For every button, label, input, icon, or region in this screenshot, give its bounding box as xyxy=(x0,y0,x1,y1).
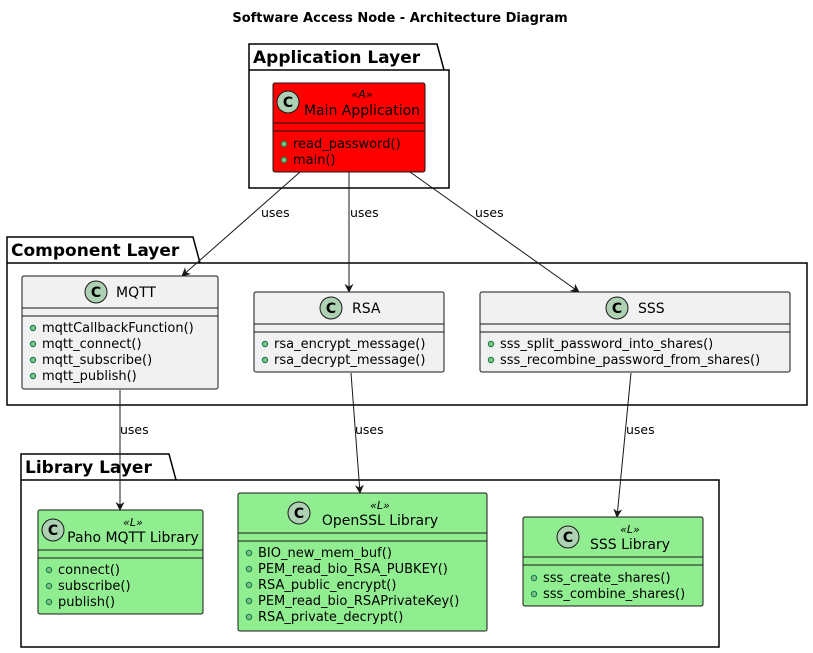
method-mqtt-callback: mqttCallbackFunction() xyxy=(42,321,194,336)
public-method-marker xyxy=(245,581,253,589)
public-method-marker xyxy=(45,598,53,606)
method-sss-recombine: sss_recombine_password_from_shares() xyxy=(500,353,760,368)
method-connect: connect() xyxy=(58,563,120,578)
public-method-marker xyxy=(245,613,253,621)
class-name: MQTT xyxy=(116,285,156,301)
class-name: SSS Library xyxy=(590,537,670,553)
public-method-marker xyxy=(245,597,253,605)
edge-sss-to-ssslib xyxy=(613,372,632,518)
class-icon xyxy=(84,280,108,304)
public-method-marker xyxy=(530,590,538,598)
class-icon xyxy=(41,518,65,542)
class-name: Paho MQTT Library xyxy=(67,530,199,546)
class-icon-letter: C xyxy=(48,523,58,539)
class-icon-letter: C xyxy=(294,506,304,522)
public-method-marker xyxy=(45,582,53,590)
package-label-component: Component Layer xyxy=(11,241,180,261)
class-name: OpenSSL Library xyxy=(322,513,438,529)
edge-label-rsa-openssl: uses xyxy=(355,422,384,437)
class-rsa: C RSA rsa_encrypt_message() rsa_decrypt_… xyxy=(253,291,445,373)
class-icon xyxy=(556,525,580,549)
class-icon-letter: C xyxy=(612,301,622,317)
method-main: main() xyxy=(293,153,336,168)
class-icon xyxy=(276,90,300,114)
method-rsa-decrypt: rsa_decrypt_message() xyxy=(274,353,425,368)
public-method-marker xyxy=(487,340,495,348)
public-method-marker xyxy=(245,549,253,557)
public-method-marker xyxy=(29,372,37,380)
class-paho-mqtt-library: C «L» Paho MQTT Library connect() subscr… xyxy=(37,509,204,615)
method-read-password: read_password() xyxy=(293,137,401,152)
public-method-marker xyxy=(45,566,53,574)
public-method-marker xyxy=(29,324,37,332)
method-rsa-public-encrypt: RSA_public_encrypt() xyxy=(258,578,396,593)
class-mqtt: C MQTT mqttCallbackFunction() mqtt_conne… xyxy=(21,275,219,390)
public-method-marker xyxy=(261,340,269,348)
class-name: SSS xyxy=(638,301,665,317)
edge-rsa-to-openssl xyxy=(350,372,364,494)
public-method-marker xyxy=(280,140,288,148)
package-library-layer: Library Layer xyxy=(20,453,720,648)
method-mqtt-connect: mqtt_connect() xyxy=(42,337,142,352)
class-icon xyxy=(605,296,629,320)
edge-label-main-sss: uses xyxy=(475,205,504,220)
package-label-library: Library Layer xyxy=(25,458,152,478)
edge-label-mqtt-paho: uses xyxy=(120,422,149,437)
public-method-marker xyxy=(280,156,288,164)
public-method-marker xyxy=(530,574,538,582)
method-mqtt-publish: mqtt_publish() xyxy=(42,369,137,384)
edge-label-main-rsa: uses xyxy=(350,205,379,220)
class-openssl-library: C «L» OpenSSL Library BIO_new_mem_buf() … xyxy=(237,492,488,632)
class-main-application: C «A» Main Application read_password() m… xyxy=(272,82,426,173)
edge-main-to-mqtt xyxy=(181,171,301,277)
public-method-marker xyxy=(487,356,495,364)
class-icon-letter: C xyxy=(91,285,101,301)
public-method-marker xyxy=(245,565,253,573)
diagram-title: Software Access Node - Architecture Diag… xyxy=(232,11,567,26)
method-sss-combine-shares: sss_combine_shares() xyxy=(543,587,685,602)
class-icon xyxy=(287,501,311,525)
class-stereotype: «L» xyxy=(370,499,390,512)
class-stereotype: «L» xyxy=(620,523,640,536)
method-mqtt-subscribe: mqtt_subscribe() xyxy=(42,353,152,368)
method-subscribe: subscribe() xyxy=(58,579,131,594)
method-rsa-private-decrypt: RSA_private_decrypt() xyxy=(258,610,403,625)
class-stereotype: «A» xyxy=(351,88,372,101)
class-icon-letter: C xyxy=(563,530,573,546)
class-icon xyxy=(319,296,343,320)
class-icon-letter: C xyxy=(326,301,336,317)
method-sss-create-shares: sss_create_shares() xyxy=(543,571,671,586)
method-pem-read-privatekey: PEM_read_bio_RSAPrivateKey() xyxy=(258,594,459,609)
public-method-marker xyxy=(29,356,37,364)
method-pem-read-pubkey: PEM_read_bio_RSA_PUBKEY() xyxy=(258,562,448,577)
edge-label-sss-ssslib: uses xyxy=(626,422,655,437)
class-name: Main Application xyxy=(304,103,420,119)
edge-label-main-mqtt: uses xyxy=(261,205,290,220)
method-publish: publish() xyxy=(58,595,115,610)
method-sss-split: sss_split_password_into_shares() xyxy=(500,337,713,352)
class-icon-letter: C xyxy=(283,95,293,111)
class-stereotype: «L» xyxy=(123,516,143,529)
public-method-marker xyxy=(261,356,269,364)
class-name: RSA xyxy=(352,301,381,317)
method-bio-new-mem-buf: BIO_new_mem_buf() xyxy=(258,546,392,561)
class-sss: C SSS sss_split_password_into_shares() s… xyxy=(479,291,791,373)
method-rsa-encrypt: rsa_encrypt_message() xyxy=(274,337,425,352)
public-method-marker xyxy=(29,340,37,348)
relations: uses uses uses uses uses uses xyxy=(115,171,655,518)
class-sss-library: C «L» SSS Library sss_create_shares() ss… xyxy=(522,516,704,607)
package-component-layer: Component Layer xyxy=(6,236,808,406)
package-application-layer: Application Layer xyxy=(248,43,450,189)
edge-main-to-sss xyxy=(409,171,580,293)
package-label-application: Application Layer xyxy=(253,48,421,68)
